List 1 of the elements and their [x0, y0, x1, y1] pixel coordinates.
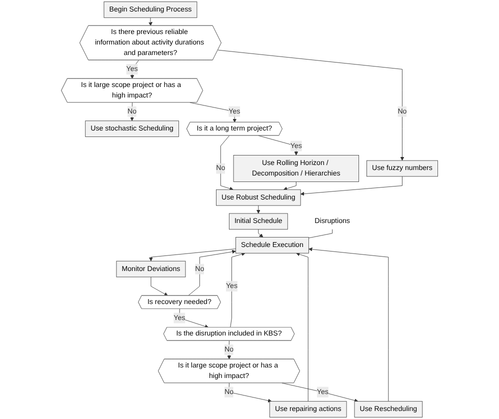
arrow — [308, 229, 333, 238]
